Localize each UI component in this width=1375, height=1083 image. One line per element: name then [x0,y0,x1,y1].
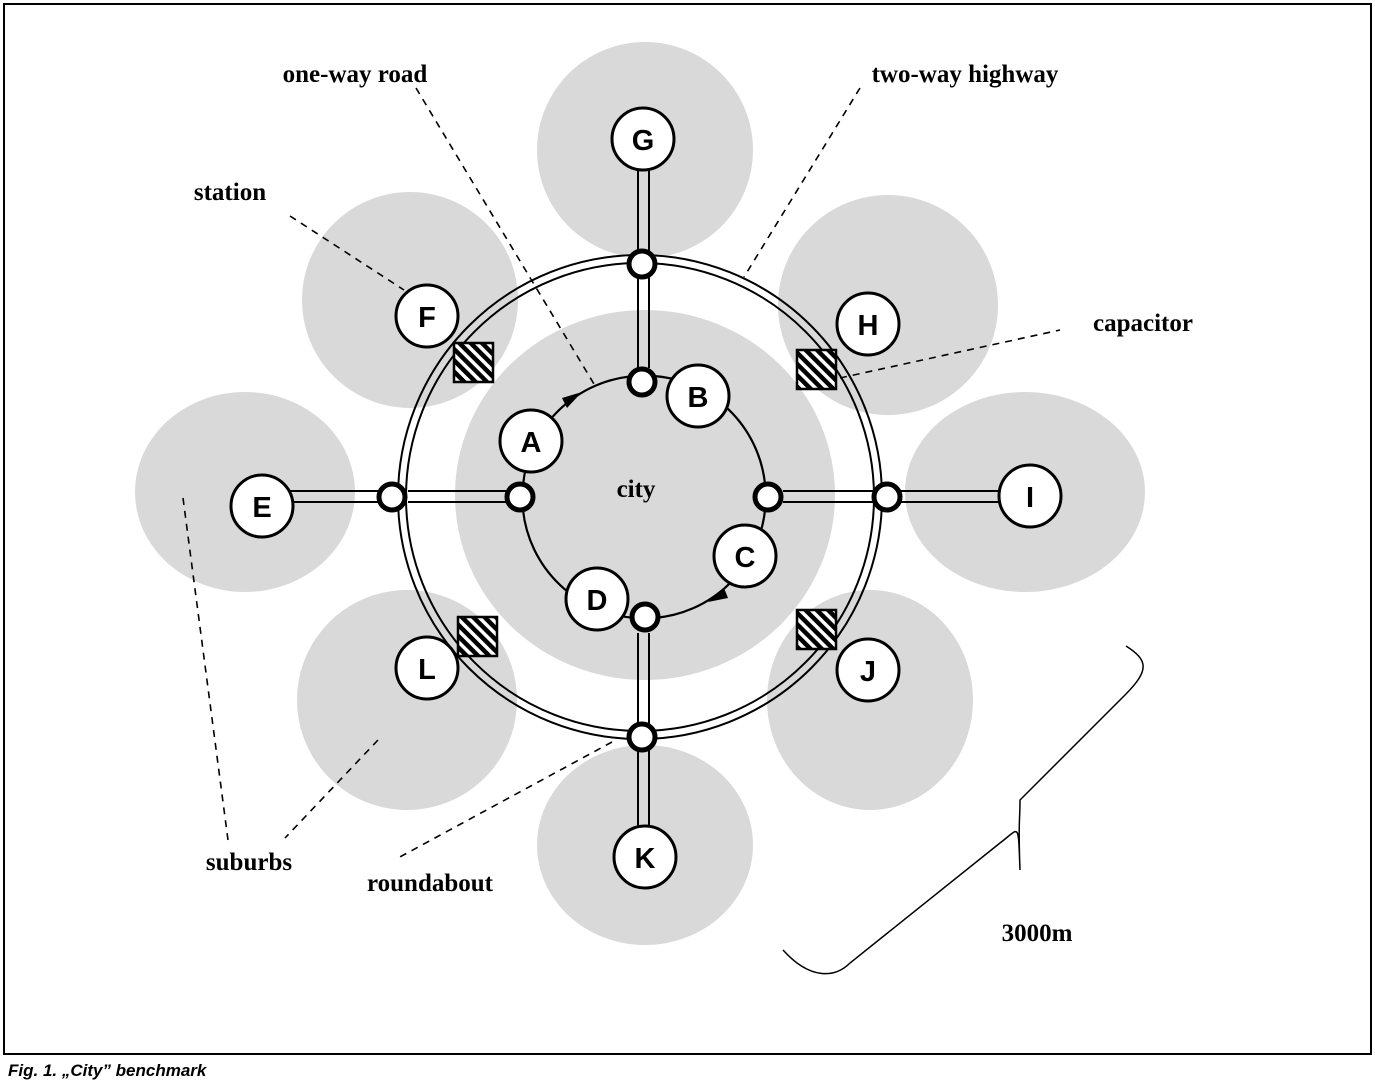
station-f: F [394,283,460,349]
station-g-label: G [632,125,655,157]
station-d-label: D [587,585,608,617]
figure-caption: Fig. 1. „City” benchmark [8,1061,208,1080]
roundabouts [376,248,903,753]
roundabout-inner-west [504,481,536,513]
station-k: K [612,824,678,890]
roundabout-ring-north [626,248,658,280]
capacitors [452,341,838,658]
capacitor-se [795,608,838,651]
roundabout-ring-south [626,721,658,753]
station-f-label: F [418,302,436,334]
station-l: L [394,635,460,701]
capacitor-nw [452,341,495,384]
capacitor-sw [456,615,499,658]
station-j: J [835,637,901,703]
label-capacitor: capacitor [1093,310,1193,337]
label-suburbs: suburbs [206,849,292,876]
one-way-arrow-south [708,588,728,602]
label-roundabout: roundabout [367,870,494,897]
station-i-label: I [1026,482,1034,514]
station-e-label: E [252,492,271,524]
label-two-way-highway: two-way highway [872,61,1059,88]
radial-highways [288,170,1000,828]
station-b-label: B [688,382,709,414]
station-a: A [498,408,564,474]
capacitor-ne [795,348,838,391]
one-way-arrow-north [562,392,582,408]
label-one-way-road: one-way road [283,61,428,88]
roundabout-inner-east [752,481,784,513]
scale-brace [782,645,1144,975]
station-g: G [610,106,676,172]
station-e: E [229,473,295,539]
station-a-label: A [521,427,542,459]
station-l-label: L [418,654,436,686]
roundabout-inner-south [629,601,661,633]
label-station: station [194,179,266,206]
roundabout-inner-north [626,366,658,398]
station-i: I [997,463,1063,529]
leader-lines [182,87,1061,859]
station-d: D [564,566,630,632]
station-k-label: K [635,843,656,875]
roundabout-ring-west [376,481,408,513]
station-h: H [835,291,901,357]
station-b: B [665,363,731,429]
station-j-label: J [860,656,876,688]
station-c-label: C [735,542,756,574]
station-c: C [712,523,778,589]
label-scale: 3000m [1002,920,1073,947]
roundabout-ring-east [871,481,903,513]
station-h-label: H [858,310,879,342]
stations: A B C D E F G H I J K L [229,106,1063,890]
label-city: city [617,476,656,503]
suburb-areas [135,42,1145,945]
